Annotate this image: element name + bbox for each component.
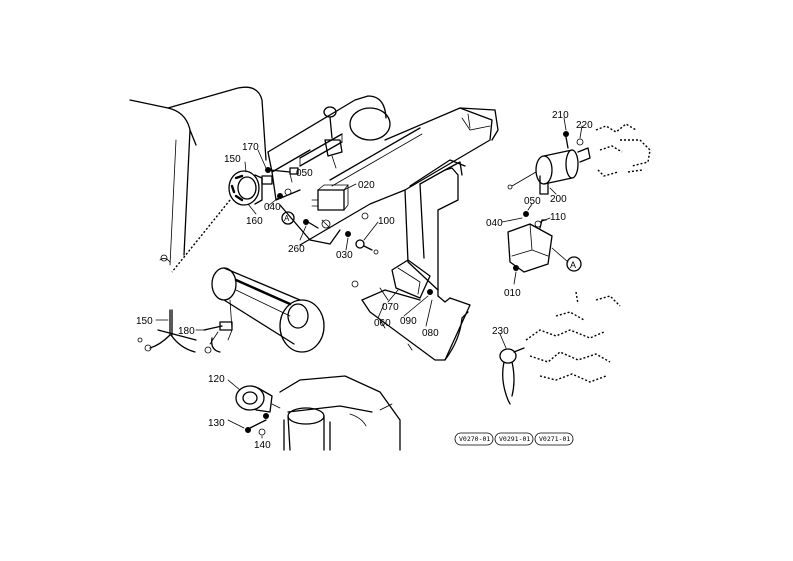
ref-code-1: V0270-01: [459, 435, 490, 443]
label-060: 060: [374, 318, 391, 329]
label-080: 080: [422, 328, 439, 339]
leader-lines: [155, 117, 583, 439]
label-220: 220: [576, 120, 593, 131]
sender-230: [499, 291, 621, 405]
switch-assembly-150: [171, 170, 273, 273]
callout-letter-solenoid: A: [570, 260, 576, 270]
ref-code-3: V0271-01: [539, 435, 570, 443]
label-200: 200: [550, 194, 567, 205]
main-frame: [267, 95, 499, 361]
ref-code-badges: [454, 432, 574, 446]
callout-letter-frame: A: [284, 214, 290, 223]
label-090: 090: [400, 316, 417, 327]
label-230: 230: [492, 326, 509, 337]
top-connector: [323, 106, 343, 169]
callout-circle: [281, 211, 295, 225]
part-number-labels: 170 150 050 040 160 020 260 100 030 070 …: [136, 110, 593, 451]
label-030: 030: [336, 250, 353, 261]
label-260: 260: [288, 244, 305, 255]
ref-code-2: V0291-01: [499, 435, 530, 443]
label-010: 010: [504, 288, 521, 299]
label-110: 110: [550, 212, 566, 223]
label-050-lower: 050: [524, 196, 541, 207]
label-150-switch: 150: [224, 154, 241, 165]
solenoid-110: [507, 211, 582, 273]
label-040-lower: 040: [486, 218, 503, 229]
label-100: 100: [378, 216, 395, 227]
engine-hood: [129, 86, 267, 266]
air-cleaner: [211, 267, 325, 353]
regulator-070: [379, 259, 431, 301]
starter-motor-200: [507, 123, 651, 195]
label-180: 180: [178, 326, 195, 337]
label-120: 120: [208, 374, 225, 385]
wire-harness: [137, 309, 233, 354]
label-020: 020: [358, 180, 375, 191]
reference-codes: V0270-01 V0291-01 V0271-01: [459, 435, 570, 443]
label-070: 070: [382, 302, 399, 313]
label-140: 140: [254, 440, 271, 451]
label-050-upper: 050: [296, 168, 313, 179]
label-150-harness: 150: [136, 316, 153, 327]
label-040-upper: 040: [264, 202, 281, 213]
relay-020: [311, 184, 349, 211]
horn-120: [235, 385, 281, 436]
label-130: 130: [208, 418, 225, 429]
small-fasteners: [265, 167, 433, 295]
label-170: 170: [242, 142, 259, 153]
bottom-housing: [279, 375, 401, 451]
label-210: 210: [552, 110, 569, 121]
label-160: 160: [246, 216, 263, 227]
